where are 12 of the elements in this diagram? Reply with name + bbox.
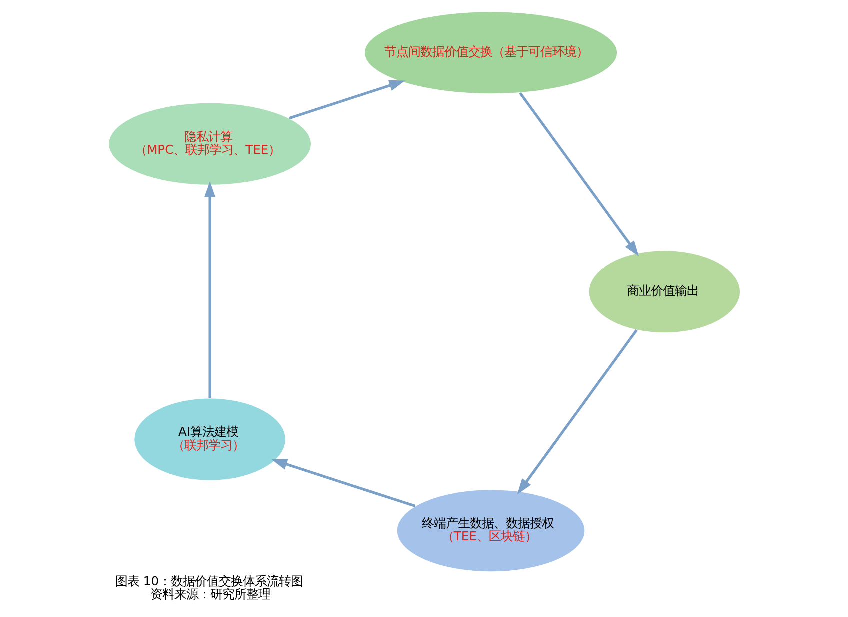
- arrow: [518, 92, 639, 257]
- arrow: [516, 329, 638, 495]
- node-ellipse: 商业价值输出: [588, 250, 740, 334]
- node-ellipse: AI算法建模 （联邦学习）: [133, 398, 286, 482]
- arrow: [271, 459, 416, 508]
- caption: 资料来源：研究所整理: [150, 588, 270, 602]
- node-ellipse: 隐私计算 （MPC、联邦学习、TEE）: [108, 102, 312, 186]
- arrow: [288, 80, 405, 120]
- arrow: [204, 182, 216, 398]
- node-ellipse: 终端产生数据、数据授权 （TEE、区块链）: [396, 489, 586, 572]
- diagram-title: 图表 10：数据价值交换体系流转图: [115, 574, 303, 588]
- node-ellipse: 节点间数据价值交换（基于可信环境）: [364, 11, 618, 94]
